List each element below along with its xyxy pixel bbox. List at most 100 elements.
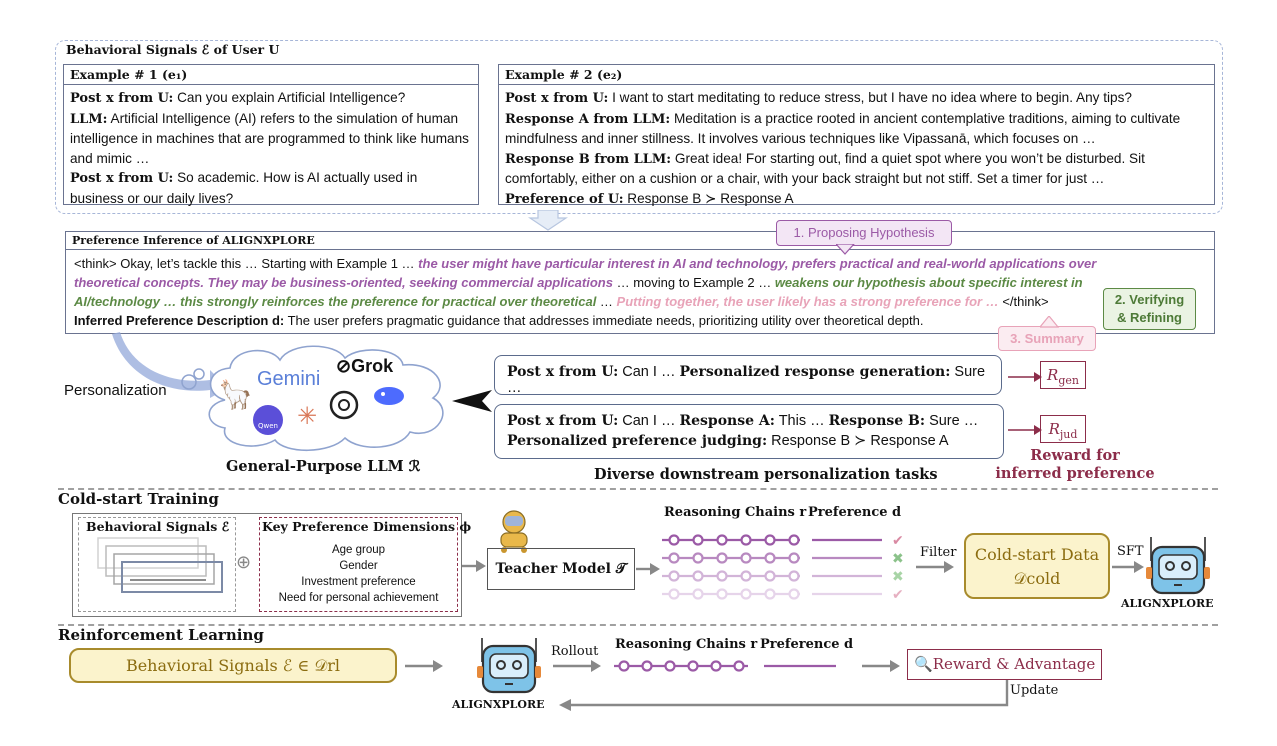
ex2-response-a-text: Meditation is a practice rooted in ancie… xyxy=(505,110,1181,147)
callout-verifying-refining: 2. Verifying & Refining xyxy=(1103,288,1196,330)
openai-icon xyxy=(327,388,361,426)
ex2-preference-label: Preference of U: xyxy=(505,191,624,207)
reward-jud-box: Rjud xyxy=(1040,415,1086,443)
behavioral-signals-title: Behavioral Signals ℰ of User U xyxy=(66,42,280,57)
gen-task-label: Personalized response generation: xyxy=(679,364,951,380)
divider-2 xyxy=(58,624,1218,626)
example-1-box: Example # 1 (e₁) Post x from U: Can you … xyxy=(63,64,479,206)
inference-title: Preference Inference of ALIGNXPLORE xyxy=(66,232,1214,250)
arrow-filter-icon xyxy=(916,561,954,573)
task-preference-judging: Post x from U: Can I … Response A: This … xyxy=(494,404,1004,459)
grok-label: Grok xyxy=(351,356,394,376)
reward-caption-line-2: inferred preference xyxy=(995,465,1155,482)
personalization-arrow-icon xyxy=(112,332,228,398)
personalization-label: Personalization xyxy=(64,382,167,399)
alignxplore-label-rl: ALIGNXPLORE xyxy=(452,698,545,711)
ex2-post-text: I want to start meditating to reduce str… xyxy=(608,90,1132,105)
rl-title: Reinforcement Learning xyxy=(58,626,264,644)
inferred-desc-text: The user prefers pragmatic guidance that… xyxy=(284,313,924,328)
think-text-1: <think> Okay, let’s tackle this … Starti… xyxy=(74,256,419,271)
arrow-to-chains-icon xyxy=(636,563,660,575)
coldstart-signals-label: Behavioral Signals ℰ xyxy=(86,519,230,534)
ex1-llm-text: Artificial Intelligence (AI) refers to t… xyxy=(70,110,469,166)
jud-post-label: Post x from U: xyxy=(507,413,619,429)
gen-post-label: Post x from U: xyxy=(507,364,619,380)
gen-post-text: Can I … xyxy=(618,364,680,380)
callout-summary: 3. Summary xyxy=(998,326,1096,351)
reward-gen-box: Rgen xyxy=(1040,361,1086,389)
svg-text:✖: ✖ xyxy=(892,569,904,585)
jud-post-text: Can I … xyxy=(618,413,680,429)
callout-proposing-hypothesis: 1. Proposing Hypothesis xyxy=(776,220,952,246)
stacked-signals-icon xyxy=(97,537,223,593)
coldstart-input-box xyxy=(72,513,462,617)
ex2-response-a-label: Response A from LLM: xyxy=(505,111,671,127)
svg-text:✖: ✖ xyxy=(892,551,904,567)
dimension-item: Investment preference xyxy=(301,576,416,588)
inferred-desc-label: Inferred Preference Description d: xyxy=(74,313,285,328)
callout-2-line-1: 2. Verifying xyxy=(1114,292,1185,307)
coldstart-preference-label: Preference d xyxy=(808,505,902,520)
jud-ra-label: Response A: xyxy=(679,413,775,429)
ex1-post-label: Post x from U: xyxy=(70,91,174,106)
grok-logo: ⊘Grok xyxy=(336,356,393,377)
rollout-label: Rollout xyxy=(551,644,599,659)
example-2-body: Post x from U: I want to start meditatin… xyxy=(499,85,1214,212)
rl-chains-graphic xyxy=(614,660,836,672)
dimensions-title: Key Preference Dimensions ϕ xyxy=(262,519,472,534)
inference-text: <think> Okay, let’s tackle this … Starti… xyxy=(66,250,1162,334)
arrow-to-teacher-icon xyxy=(462,560,486,572)
coldstart-chains-label: Reasoning Chains r xyxy=(664,505,807,520)
deepseek-icon xyxy=(373,385,407,411)
rl-signals-box: Behavioral Signals ℰ ∈ 𝒟rl xyxy=(69,648,397,683)
callout-2-line-2: & Refining xyxy=(1117,310,1182,325)
behavioral-signals-container xyxy=(55,40,1223,214)
qwen-label: Qwen xyxy=(258,422,278,430)
update-label: Update xyxy=(1010,683,1059,698)
alignxplore-label-coldstart: ALIGNXPLORE xyxy=(1121,597,1214,610)
task-response-generation: Post x from U: Can I … Personalized resp… xyxy=(494,355,1002,396)
down-arrow-icon xyxy=(528,210,568,231)
reward-caption: Reward for inferred preference xyxy=(995,447,1155,483)
example-1-title: Example # 1 (e₁) xyxy=(64,65,478,85)
jud-rb-text: Sure … xyxy=(925,413,979,429)
rl-chains-label: Reasoning Chains r xyxy=(615,637,758,652)
dimension-item: Need for personal achievement xyxy=(278,592,439,604)
svg-text:✔: ✔ xyxy=(892,587,904,603)
example-2-box: Example # 2 (e₂) Post x from U: I want t… xyxy=(498,64,1215,207)
magnifier-icon: 🔍 xyxy=(914,655,933,673)
jud-task-label: Personalized preference judging: xyxy=(507,433,768,449)
svg-text:✔: ✔ xyxy=(892,533,904,549)
teacher-model-box: Teacher Model 𝒯 xyxy=(487,548,635,590)
alignxplore-rl-robot-icon xyxy=(477,638,541,694)
alignxplore-robot-icon xyxy=(1146,537,1210,595)
update-arrow-icon xyxy=(559,680,1009,711)
think-text-3: … xyxy=(596,294,617,309)
dimensions-box xyxy=(259,517,458,612)
arrow-rl-to-model-icon xyxy=(405,660,443,672)
r-gen-symbol: R xyxy=(1047,366,1059,384)
coldstart-chains-graphic: ✔ ✖ ✖ ✔ xyxy=(662,533,904,603)
reward-advantage-box: 🔍Reward & Advantage xyxy=(907,649,1102,680)
gemini-logo: Gemini xyxy=(257,368,321,390)
filter-label: Filter xyxy=(920,545,957,560)
arrow-sft-icon xyxy=(1112,561,1144,573)
qwen-icon: Qwen xyxy=(252,404,284,440)
ex2-response-b-label: Response B from LLM: xyxy=(505,151,672,167)
jud-ra-text: This … xyxy=(774,413,829,429)
coldstart-data-line-1: Cold-start Data xyxy=(974,545,1100,564)
jud-task-text: Response B ≻ Response A xyxy=(767,433,949,449)
tasks-caption: Diverse downstream personalization tasks xyxy=(594,466,938,483)
arrow-rollout-icon xyxy=(553,660,601,672)
refine-text: weakens our hypothesis about specific in… xyxy=(74,275,1083,309)
hypothesis-text: the user might have particular interest … xyxy=(74,256,1097,290)
to-tasks-arrow-icon xyxy=(452,390,492,412)
preference-inference-box: Preference Inference of ALIGNXPLORE <thi… xyxy=(65,231,1215,334)
ex1-llm-label: LLM: xyxy=(70,111,108,127)
claude-icon: ✳ xyxy=(297,402,318,430)
summary-text: Putting together, the user likely has a … xyxy=(616,294,999,309)
reward-arrows xyxy=(1008,372,1042,435)
general-llm-label: General-Purpose LLM ℛ xyxy=(226,458,421,475)
coldstart-data-line-2: 𝒟cold xyxy=(1013,569,1061,588)
signals-inner-box xyxy=(78,517,236,612)
